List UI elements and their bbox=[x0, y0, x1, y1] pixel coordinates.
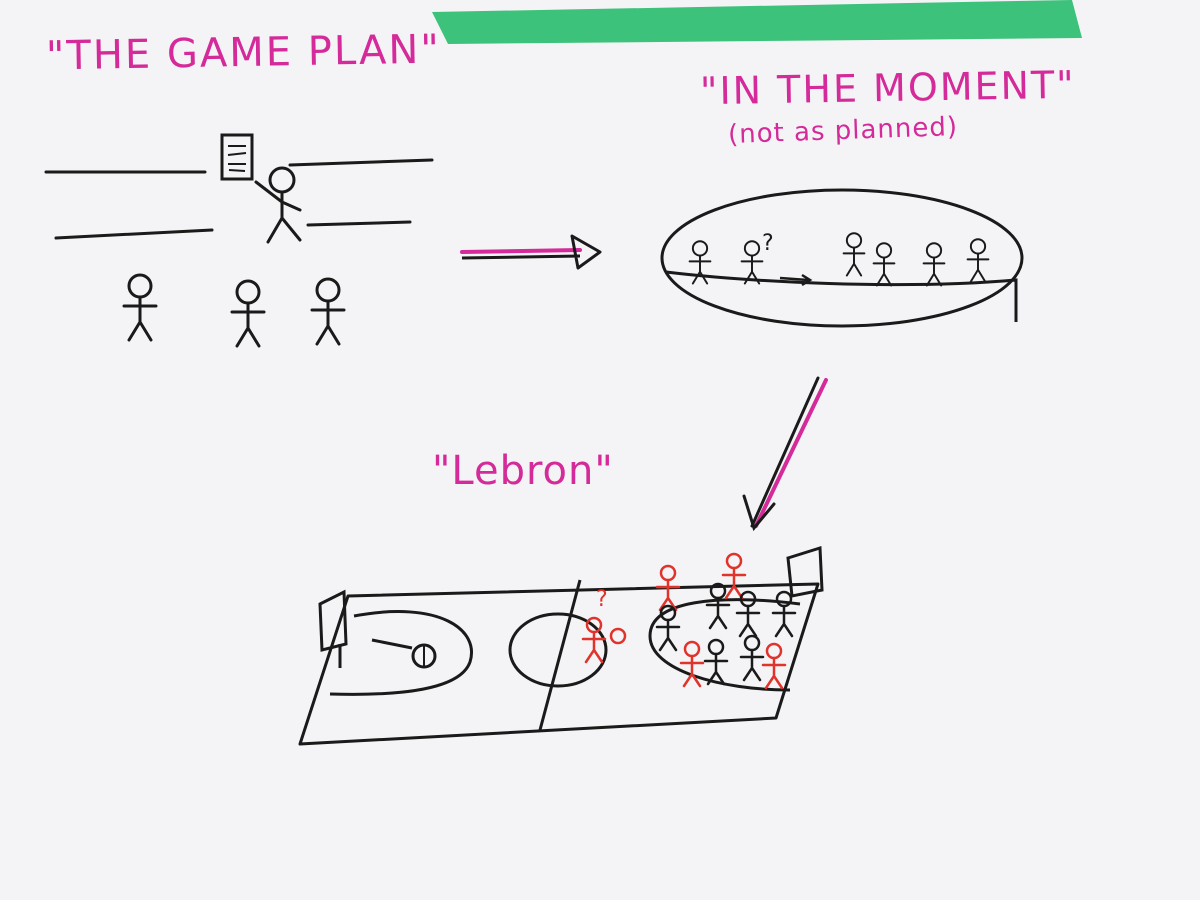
question-mark: ? bbox=[596, 587, 608, 612]
lebron-title: "Lebron" bbox=[432, 448, 614, 494]
small-arrow bbox=[779, 273, 813, 287]
basketball-icon bbox=[609, 627, 627, 645]
clipboard-icon bbox=[220, 133, 254, 181]
game-plan-drawing bbox=[44, 133, 434, 348]
right-key bbox=[648, 598, 801, 692]
arrow-icon bbox=[742, 376, 828, 532]
arrow-icon bbox=[460, 234, 602, 270]
half-court-line bbox=[538, 579, 582, 731]
left-key bbox=[329, 610, 473, 696]
basketball-hoop-icon bbox=[318, 589, 348, 668]
basketball-icon bbox=[411, 643, 437, 669]
basketball-court: ? bbox=[298, 545, 824, 746]
game-plan-title: "THE GAME PLAN" bbox=[45, 26, 442, 80]
coach-figure bbox=[254, 166, 302, 244]
question-mark: ? bbox=[762, 231, 774, 256]
masking-tape bbox=[432, 0, 1082, 44]
center-circle bbox=[508, 612, 608, 688]
huddle-ring-outer bbox=[660, 188, 1024, 328]
in-the-moment-title: "IN THE MOMENT" bbox=[699, 62, 1077, 114]
basketball-hoop-icon bbox=[786, 545, 824, 598]
in-the-moment-drawing: ? bbox=[660, 188, 1024, 328]
field-line bbox=[44, 158, 434, 240]
